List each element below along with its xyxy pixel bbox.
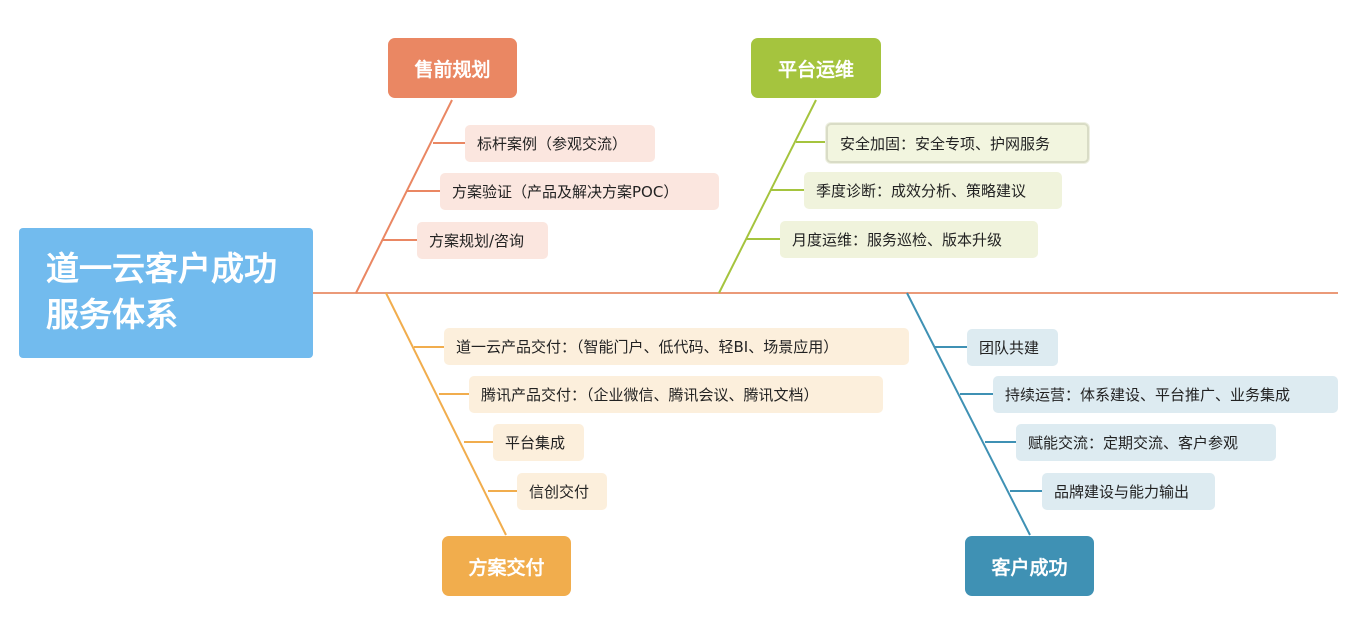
leaf-label: 团队共建	[979, 339, 1040, 357]
leaf-label: 赋能交流：定期交流、客户参观	[1028, 434, 1239, 452]
branch-customer-success[interactable]: 客户成功	[965, 536, 1094, 596]
delivery-lines	[385, 292, 518, 536]
leaf-label: 平台集成	[505, 434, 566, 452]
branch-customer-success-label: 客户成功	[991, 556, 1068, 579]
ops-branch-line	[718, 99, 817, 294]
branch-platform-ops-label: 平台运维	[777, 58, 854, 81]
root-topic-line-2: 服务体系	[46, 295, 178, 334]
root-topic-line-1: 道一云客户成功	[46, 249, 277, 288]
leaf-delivery-platform-integration[interactable]: 平台集成	[493, 424, 584, 461]
leaf-delivery-xinchuang[interactable]: 信创交付	[517, 473, 607, 510]
leaf-label: 季度诊断：成效分析、策略建议	[816, 182, 1027, 200]
branch-solution-delivery-label: 方案交付	[468, 556, 545, 579]
success-lines	[906, 292, 1043, 536]
leaf-label: 腾讯产品交付：（企业微信、腾讯会议、腾讯文档）	[481, 386, 819, 404]
leaf-label: 道一云产品交付：（智能门户、低代码、轻BI、场景应用）	[456, 338, 839, 356]
branch-solution-delivery[interactable]: 方案交付	[442, 536, 571, 596]
ops-lines	[718, 99, 828, 294]
leaf-label: 品牌建设与能力输出	[1054, 483, 1190, 501]
leaf-presales-poc[interactable]: 方案验证（产品及解决方案POC）	[440, 173, 719, 210]
leaf-ops-security-hardening[interactable]: 安全加固：安全专项、护网服务	[826, 123, 1089, 163]
branch-presales-label: 售前规划	[414, 58, 491, 81]
leaf-success-enablement[interactable]: 赋能交流：定期交流、客户参观	[1016, 424, 1276, 461]
leaf-ops-quarterly-diagnosis[interactable]: 季度诊断：成效分析、策略建议	[804, 172, 1062, 209]
leaf-label: 月度运维：服务巡检、版本升级	[792, 231, 1003, 249]
presales-branch-line	[355, 99, 453, 294]
leaf-success-team-building[interactable]: 团队共建	[967, 329, 1058, 366]
leaf-label: 方案验证（产品及解决方案POC）	[452, 183, 679, 201]
leaf-delivery-daoyiyun-products[interactable]: 道一云产品交付：（智能门户、低代码、轻BI、场景应用）	[444, 328, 909, 365]
success-branch-line	[906, 292, 1031, 536]
leaf-presales-benchmark-cases[interactable]: 标杆案例（参观交流）	[465, 125, 655, 162]
leaf-label: 方案规划/咨询	[429, 232, 525, 250]
delivery-branch-line	[385, 292, 507, 536]
leaf-delivery-tencent-products[interactable]: 腾讯产品交付：（企业微信、腾讯会议、腾讯文档）	[469, 376, 883, 413]
leaf-label: 信创交付	[529, 483, 590, 501]
branch-presales[interactable]: 售前规划	[388, 38, 517, 98]
presales-lines	[355, 99, 466, 294]
branch-platform-ops[interactable]: 平台运维	[751, 38, 881, 98]
leaf-label: 持续运营：体系建设、平台推广、业务集成	[1005, 386, 1291, 404]
leaf-success-brand-building[interactable]: 品牌建设与能力输出	[1042, 473, 1215, 510]
leaf-label: 安全加固：安全专项、护网服务	[840, 134, 1051, 153]
leaf-label: 标杆案例（参观交流）	[477, 135, 628, 153]
root-topic[interactable]: 道一云客户成功 服务体系	[19, 228, 313, 358]
leaf-success-continuous-operation[interactable]: 持续运营：体系建设、平台推广、业务集成	[993, 376, 1338, 413]
leaf-presales-consulting[interactable]: 方案规划/咨询	[417, 222, 548, 259]
leaf-ops-monthly-maintenance[interactable]: 月度运维：服务巡检、版本升级	[780, 221, 1038, 258]
